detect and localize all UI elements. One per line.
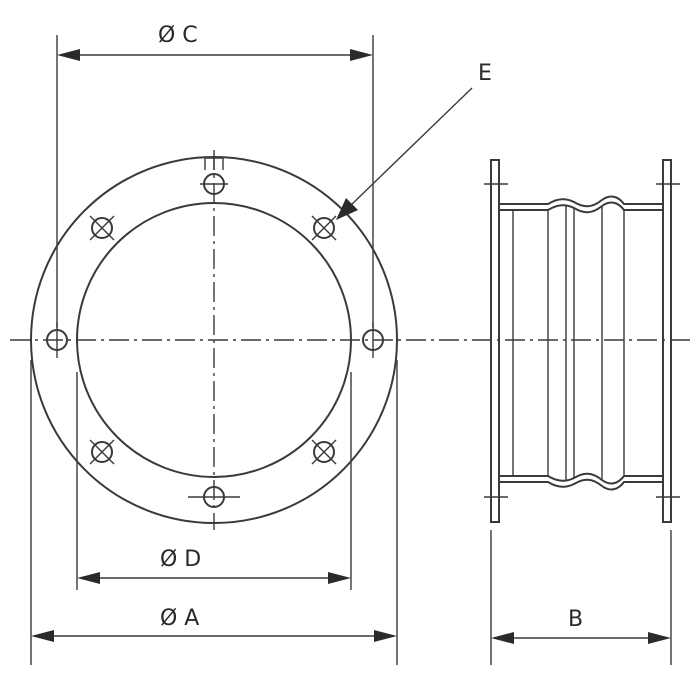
dimension-c: Ø C [56, 23, 374, 328]
bolt-hole-bottom [188, 486, 240, 508]
sleeve-top-edge [499, 195, 663, 208]
leader-e: E [336, 61, 492, 220]
dimension-label-a: Ø A [160, 606, 199, 631]
dimension-label-c: Ø C [158, 23, 198, 48]
bolt-hole-lower-right [311, 439, 337, 465]
side-view [484, 159, 680, 523]
side-flange-right [662, 159, 672, 523]
bolt-hole-upper-left [89, 215, 115, 241]
dimension-d: Ø D [76, 372, 352, 590]
bolt-hole-lower-left [89, 439, 115, 465]
dimension-b: B [490, 530, 672, 665]
dimension-label-b: B [568, 607, 583, 632]
bolt-hole-top [200, 157, 228, 195]
bolt-hole-upper-right [311, 215, 337, 241]
sleeve-bottom-edge [499, 472, 663, 485]
dimension-a: Ø A [30, 360, 398, 665]
dimension-label-d: Ø D [160, 547, 201, 572]
side-flange-left [490, 159, 500, 523]
callout-label-e: E [478, 61, 492, 86]
